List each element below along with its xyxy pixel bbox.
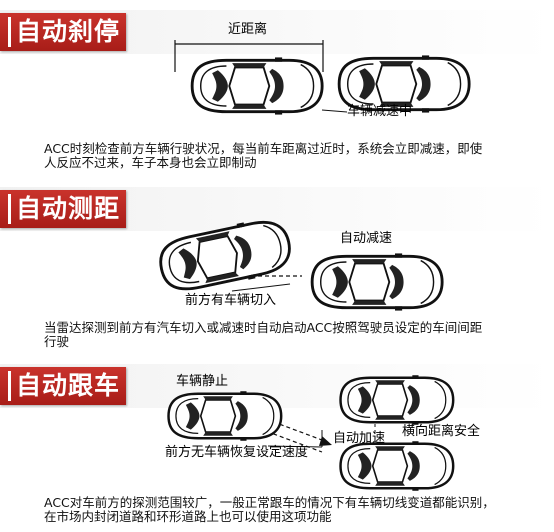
section-title: 自动测距 [16,194,121,223]
section-header-auto-stop: 自动刹停 [0,10,554,54]
decelerating-label: 车辆减速中 [347,104,413,119]
lateral-safe-label: 横向距离安全 [402,424,481,439]
car-top-view-icon [330,374,460,426]
car-top-view-icon [330,440,460,492]
badge-stripe [8,371,11,401]
section-title: 自动刹停 [16,17,121,46]
distance-label: 近距离 [228,22,268,37]
resume-speed-label: 前方无车辆恢复设定速度 [165,445,309,460]
car-top-view-icon [158,390,288,442]
auto-decel-label: 自动减速 [340,231,393,246]
section-badge: 自动测距 [0,190,126,228]
section-badge: 自动刹停 [0,13,126,51]
section-description: 当雷达探测到前方有汽车切入或减速时自动启动ACC按照驾驶员设定的车间间距 行驶 [44,320,483,349]
section-description: ACC对车前方的探测范围较广，一般正常跟车的情况下有车辆切线变道都能识别， 在市… [44,495,495,524]
section-header-auto-follow: 自动跟车 [0,364,554,408]
section-description: ACC时刻检查前方车辆行驶状况，每当前车距离过近时，系统会立即减速，即使 人反应… [44,141,483,170]
cut-in-label: 前方有车辆切入 [185,293,277,308]
badge-stripe [8,17,11,47]
car-top-view-icon [180,56,330,116]
badge-stripe [8,194,11,224]
auto-accel-label: 自动加速 [333,431,386,446]
section-badge: 自动跟车 [0,367,126,405]
car-top-view-icon [300,252,450,312]
section-title: 自动跟车 [16,371,121,400]
section-header-auto-ranging: 自动测距 [0,187,554,231]
stationary-label: 车辆静止 [176,374,229,389]
